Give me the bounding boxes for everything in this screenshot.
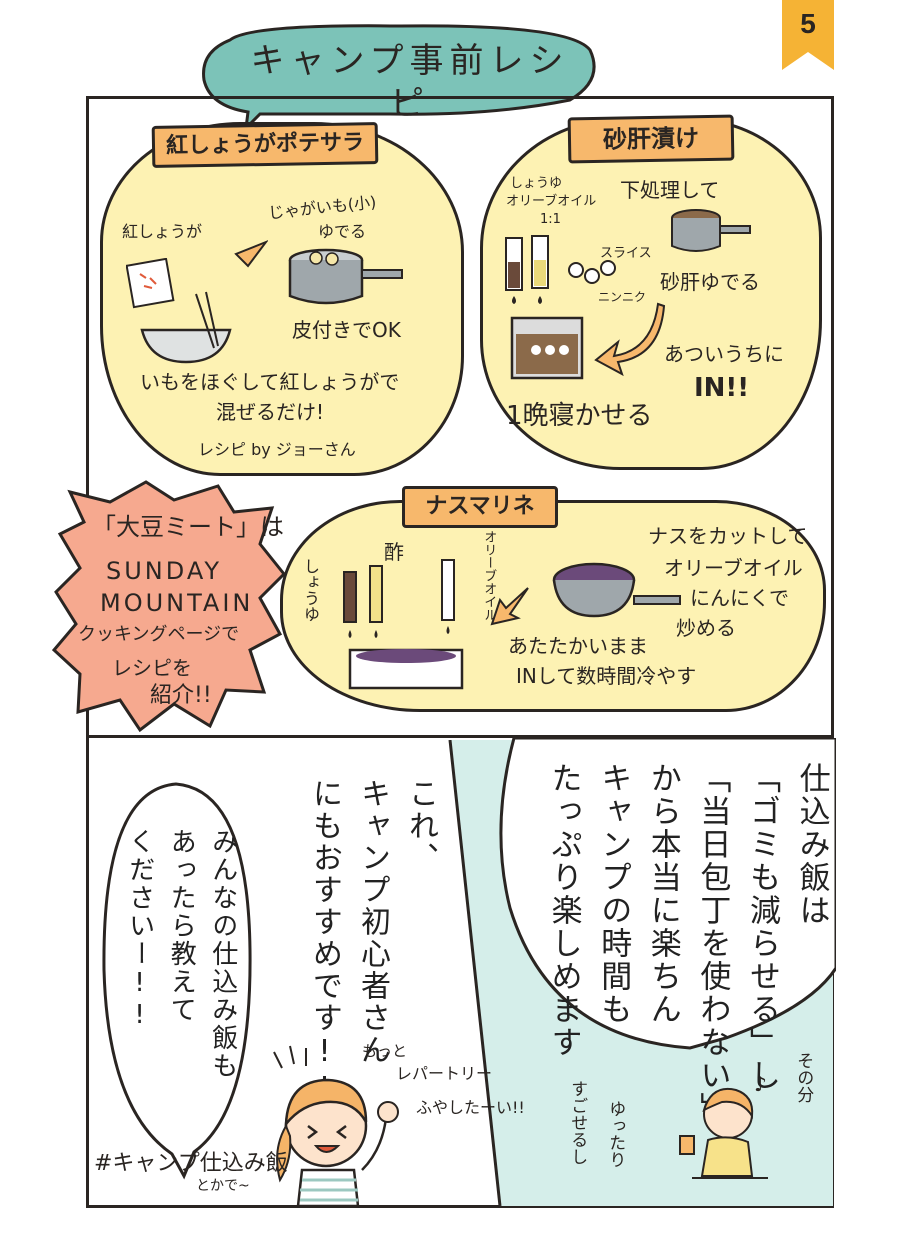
callout-line3: MOUNTAIN [100,589,254,617]
callout-line6: 紹介!! [150,683,212,708]
middle-line1: これ、 [403,778,438,874]
relaxing-girl-illustration [679,1088,768,1179]
recipe2-soy: しょうゆ [510,176,563,191]
recipe-gizzard-bubble [480,118,822,470]
right-balloon-line6: たっぷり楽しめます [545,762,582,1059]
pot-illustration [288,248,403,305]
left-balloon-text: みんなの仕込み飯も あったら教えて くださいー!! [118,828,243,1128]
recipe1-step-mix1: いもをほぐして紅しょうがで [140,370,400,394]
bottles-illustration [505,235,616,380]
page-number: 5 [800,8,816,39]
recipe2-rest: 1晩寝かせる [506,401,653,431]
music-note-icon: ♪ [754,1072,767,1096]
recipe-eggplant-title: ナスマリネ [402,486,558,528]
right-balloon-line4: から本当に楽ちん [644,762,681,1026]
shouting-girl-illustration [273,1045,399,1206]
recipe-potato-salad-title: 紅しょうがポテサラ [151,122,379,168]
arrow-icon [234,240,268,268]
curved-arrow-icon [594,302,666,377]
recipe1-step-beni: 紅しょうが [122,222,203,241]
recipe3-vinegar: 酢 [384,540,404,564]
recipe2-prep: 下処理して [620,178,720,202]
recipe2-ratio: 1:1 [540,212,561,227]
pan-illustration [552,562,681,618]
recipe3-oil2: オリーブオイル [664,556,803,580]
aside-sonobun: その分 [793,1052,814,1103]
recipe3-oil: オリーブオイル [481,530,497,621]
callout-line5: レシピを [112,656,192,680]
recipe-panel-frame [86,96,834,738]
callout-line4: クッキングページで [78,624,240,645]
recipe2-oil: オリーブオイル [506,194,597,209]
right-speech-balloon [499,738,836,1050]
recipe2-garlic: ニンニク [598,290,647,304]
title-bubble [202,24,596,130]
recipe3-chill: INして数時間冷やす [516,664,697,688]
left-balloon-line1: みんなの仕込み飯も [207,828,238,1080]
recipe1-step-mix2: 混ぜるだけ! [216,400,325,424]
middle-text: これ、 キャンプ初心者さん にもおすすめです!! [300,778,444,1108]
bowl-illustration [126,258,232,364]
callout-line2: SUNDAY [106,557,223,585]
page-title: キャンプ事前レシピ [250,41,570,124]
left-balloon-line2: あったら教えて [166,828,197,1024]
middle-line2: キャンプ初心者さん [355,778,390,1066]
recipe3-warm: あたたかいまま [508,634,648,658]
recipe1-step-skin: 皮付きでOK [292,318,401,342]
recipe3-garlic: にんにくで [690,586,789,610]
callout-burst [51,480,286,733]
callout-line1: 「大豆ミート」は [92,513,284,541]
recipe3-soy: しょうゆ [301,558,320,622]
right-balloon-line5: キャンプの時間も [595,762,632,1026]
shout-line2: レパートリー [396,1064,493,1083]
shout-line3: ふやしたーい!! [416,1098,525,1117]
right-balloon-line2: 「ゴミも減らせる」し [743,762,780,1092]
recipe2-hot: あついうちに [664,342,784,366]
left-balloon-line3: くださいー!! [124,828,155,1032]
eggplant-arrow-icon [490,587,529,626]
small-pot-illustration [671,209,751,252]
shout-line1: もっと [362,1042,408,1060]
hashtag-suffix: とかで~ [196,1178,250,1194]
middle-line3: にもおすすめです!! [307,778,342,1108]
aside-sugoseru: すごせるし [567,1080,588,1165]
right-balloon-text: 仕込み飯は 「ゴミも減らせる」し 「当日包丁を使わない」 から本当に楽ちん キャ… [538,762,836,1125]
recipe1-credit: レシピ by ジョーさん [198,440,356,459]
recipe3-fry: 炒める [676,616,736,640]
recipe3-cut: ナスをカットして [648,524,808,548]
recipe2-boil: 砂肝ゆでる [660,270,760,294]
recipe2-in: IN!! [694,373,750,403]
recipe2-slice: スライス [600,246,652,261]
aside-yuttari: ゆったり [605,1100,626,1168]
page-number-badge [782,0,834,70]
right-balloon-line3: 「当日包丁を使わない」 [694,762,731,1125]
hashtag: #キャンプ仕込み飯 [94,1151,288,1176]
left-speech-balloon [102,782,252,1180]
right-balloon-line1: 仕込み飯は [793,762,830,927]
recipe1-step-boil: ゆでる [318,222,367,241]
eggplant-illustration [343,559,464,690]
recipe-gizzard-title: 砂肝漬け [567,114,735,164]
